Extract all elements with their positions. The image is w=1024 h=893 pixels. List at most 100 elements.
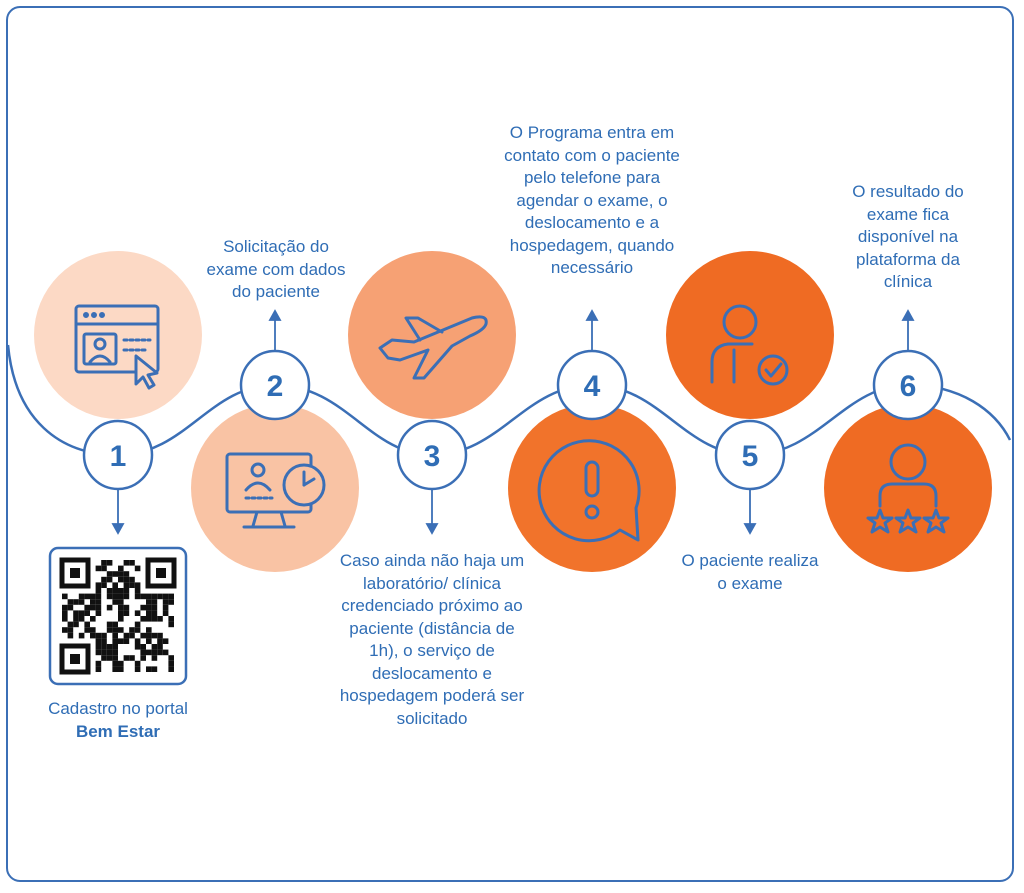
qr-module <box>129 582 135 588</box>
qr-module <box>129 576 135 583</box>
qr-module <box>95 610 102 616</box>
qr-module <box>140 655 146 661</box>
qr-module <box>162 599 169 605</box>
qr-module <box>151 604 158 611</box>
qr-module <box>62 627 68 633</box>
qr-module <box>84 627 90 633</box>
step-number: 4 <box>584 370 601 403</box>
qr-module <box>146 593 152 600</box>
qr-module <box>118 571 124 577</box>
qr-module <box>73 621 79 628</box>
qr-module <box>151 666 158 672</box>
qr-module <box>106 571 113 577</box>
qr-module <box>112 571 118 577</box>
qr-module <box>151 644 158 650</box>
qr-module <box>134 588 141 594</box>
qr-module <box>118 604 124 611</box>
step1-label: Cadastro no portal <box>48 699 188 718</box>
qr-module <box>62 616 68 622</box>
qr-module <box>140 632 146 639</box>
arrows <box>111 309 915 535</box>
qr-module <box>168 660 174 667</box>
node-4: 4 <box>556 349 628 421</box>
circle-step1 <box>34 251 202 419</box>
qr-module <box>112 660 118 667</box>
qr-module <box>95 649 102 656</box>
qr-module <box>73 616 79 622</box>
qr-module <box>62 604 68 611</box>
qr-module <box>101 644 107 650</box>
qr-module <box>123 588 130 594</box>
qr-module <box>118 576 124 583</box>
qr-module <box>101 565 107 572</box>
qr-module <box>129 627 135 633</box>
qr-module <box>95 593 102 600</box>
qr-module <box>151 649 158 656</box>
qr-module <box>123 632 130 639</box>
qr-module <box>123 571 130 577</box>
qr-module <box>140 616 146 622</box>
qr-module <box>112 593 118 600</box>
qr-module <box>112 582 118 588</box>
step1-emphasis: Bem Estar <box>75 721 161 741</box>
qr-module <box>112 655 118 661</box>
qr-module <box>151 655 158 661</box>
qr-module <box>106 576 113 583</box>
qr-module <box>118 616 124 622</box>
qr-module <box>129 632 135 639</box>
qr-module <box>106 627 113 633</box>
step-number: 5 <box>742 440 759 473</box>
qr-module <box>106 593 113 600</box>
qr-module <box>101 655 107 661</box>
qr-module <box>134 666 141 672</box>
qr-module <box>129 655 135 661</box>
qr-module <box>106 621 113 628</box>
qr-module <box>134 610 141 616</box>
qr-module <box>146 616 152 622</box>
qr-module <box>134 627 141 633</box>
qr-module <box>112 588 118 594</box>
qr-module <box>140 644 146 650</box>
qr-module <box>106 588 113 594</box>
step4-text: O Programa entra em contato com o pacien… <box>504 123 680 277</box>
qr-module <box>73 599 79 605</box>
qr-module <box>134 593 141 600</box>
computer-clock-icon <box>225 452 326 529</box>
qr-module <box>140 593 146 600</box>
qr-module <box>118 638 124 644</box>
diagram-frame <box>6 6 1014 882</box>
qr-module <box>157 644 163 650</box>
qr-module <box>151 599 158 605</box>
qr-code-icon <box>48 546 188 686</box>
qr-module <box>157 632 163 639</box>
step-number: 3 <box>424 440 441 473</box>
node-5: 5 <box>714 419 786 491</box>
qr-module <box>134 644 141 650</box>
qr-module <box>134 638 141 644</box>
qr-module <box>118 610 124 616</box>
qr-module <box>84 610 90 616</box>
step6-text: O resultado do exame fica disponível na … <box>852 182 964 291</box>
qr-module <box>123 604 130 611</box>
circle-step4 <box>508 404 676 572</box>
qr-module <box>90 616 96 622</box>
step2-text: Solicitação do exame com dados do pacien… <box>206 237 346 301</box>
qr-module <box>162 610 169 616</box>
qr-module <box>118 588 124 594</box>
qr-module <box>157 593 163 600</box>
qr-module <box>84 593 90 600</box>
qr-module <box>140 604 146 611</box>
qr-module <box>157 616 163 622</box>
qr-module <box>95 599 102 605</box>
step5-text: O paciente realiza o exame <box>681 551 819 593</box>
node-3: 3 <box>396 419 468 491</box>
qr-module <box>146 632 152 639</box>
qr-module <box>106 560 113 566</box>
node-1: 1 <box>82 419 154 491</box>
qr-module <box>123 576 130 583</box>
qr-module <box>146 666 152 672</box>
qr-module <box>168 655 174 661</box>
qr-module <box>118 660 124 667</box>
qr-module <box>123 593 130 600</box>
qr-module <box>62 610 68 616</box>
